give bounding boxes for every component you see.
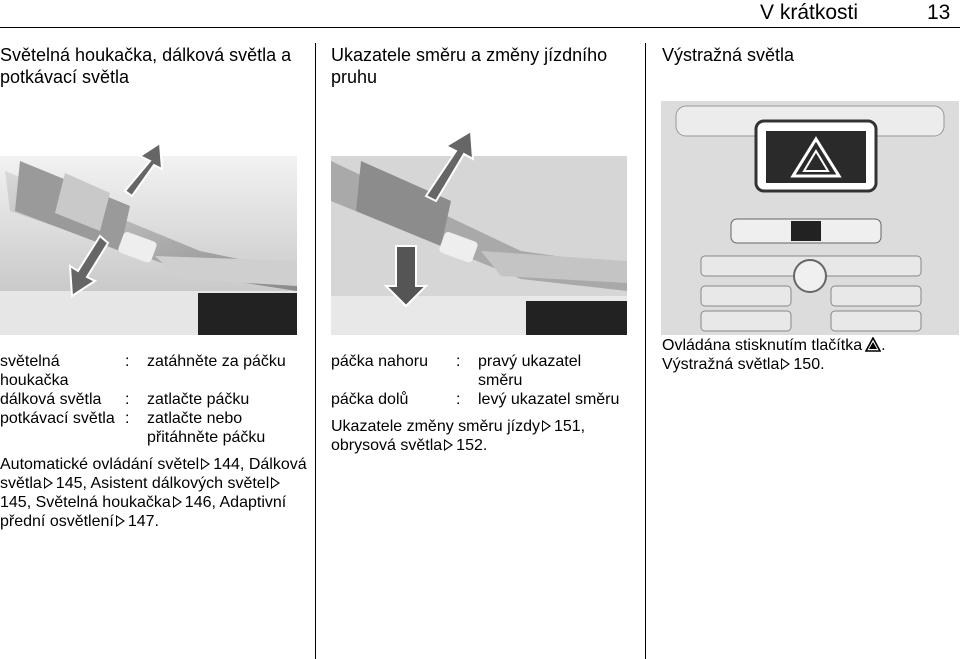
ref-page[interactable]: 152.: [456, 437, 488, 454]
cross-references: Ukazatele změny směru jízdy 151, obrysová…: [331, 417, 631, 455]
cross-references: Výstražná světla 150.: [662, 355, 960, 374]
column-hazard-lights: Výstražná světla: [662, 44, 960, 66]
instruction-text: Ovládána stisknutím tlačítka: [662, 337, 863, 354]
section-heading: Světelná houkačka, dálková světla a potk…: [0, 45, 292, 87]
instruction-end: .: [881, 337, 886, 354]
column-headlights-text: světelná houkačka : zatáhněte za páčku d…: [0, 352, 310, 531]
ref-label: obrysová světla: [331, 437, 443, 454]
column-turn-signals-text: páčka nahoru : pravý ukazatel směru páčk…: [331, 352, 631, 455]
description: pravý ukazatel směru: [478, 353, 582, 389]
ref-page[interactable]: 145, Asistent dálkových světel: [55, 475, 270, 492]
term: páčka nahoru: [331, 353, 428, 370]
description: levý ukazatel směru: [478, 391, 620, 408]
colon: :: [125, 353, 130, 370]
page-reference-icon: [172, 496, 182, 508]
hazard-instruction: Ovládána stisknutím tlačítka.: [662, 336, 960, 355]
section-heading: Výstražná světla: [662, 45, 795, 65]
colon: :: [456, 391, 461, 408]
ref-label: Dálková světla: [0, 456, 307, 492]
turn-signal-stalk-illustration: [331, 101, 627, 335]
page-reference-icon: [781, 358, 791, 370]
page-reference-icon: [115, 515, 125, 527]
hazard-button-illustration: [661, 101, 959, 335]
column-divider-1: [315, 43, 316, 659]
section-title: V krátkosti: [760, 1, 859, 24]
section-heading: Ukazatele směru a změny jízdního pruhu: [331, 45, 608, 87]
ref-page[interactable]: 144,: [213, 456, 245, 473]
term: světelná houkačka: [0, 353, 69, 389]
header-rule: [0, 27, 960, 28]
page-number: 13: [927, 1, 951, 24]
description: zatlačte nebo přitáhněte páčku: [147, 410, 266, 446]
description: zatlačte páčku: [147, 391, 250, 408]
column-hazard-lights-text: Ovládána stisknutím tlačítka. Výstražná …: [662, 336, 960, 374]
column-headlights: Světelná houkačka, dálková světla a potk…: [0, 44, 310, 88]
page-reference-icon: [271, 477, 281, 489]
ref-page[interactable]: 145, Světelná houkačka: [0, 494, 171, 511]
definition-list: světelná houkačka : zatáhněte za páčku d…: [0, 352, 310, 447]
ref-label: Automatické ovládání světel: [0, 456, 200, 473]
headlight-stalk-illustration: [0, 101, 297, 335]
ref-label: Ukazatele změny směru jízdy: [331, 418, 540, 435]
term: páčka dolů: [331, 391, 409, 408]
column-divider-2: [645, 43, 646, 659]
page-reference-icon: [201, 458, 211, 470]
colon: :: [125, 391, 130, 408]
ref-page[interactable]: 147.: [127, 513, 159, 530]
colon: :: [125, 410, 130, 427]
definition-list: páčka nahoru : pravý ukazatel směru páčk…: [331, 352, 631, 409]
term: dálková světla: [0, 391, 102, 408]
page-reference-icon: [43, 477, 53, 489]
colon: :: [456, 353, 461, 370]
ref-label: Výstražná světla: [662, 356, 780, 373]
hazard-warning-triangle-icon: [865, 337, 882, 352]
description: zatáhněte za páčku: [147, 353, 286, 370]
column-turn-signals: Ukazatele směru a změny jízdního pruhu: [331, 44, 631, 88]
page-reference-icon: [444, 439, 454, 451]
cross-references: Automatické ovládání světel 144, Dálková …: [0, 455, 310, 531]
ref-page[interactable]: 151,: [553, 418, 586, 435]
term: potkávací světla: [0, 410, 115, 427]
page-reference-icon: [541, 420, 551, 432]
ref-page[interactable]: 150.: [793, 356, 825, 373]
ref-page[interactable]: 146, Adaptivní přední osvětlení: [0, 494, 287, 530]
